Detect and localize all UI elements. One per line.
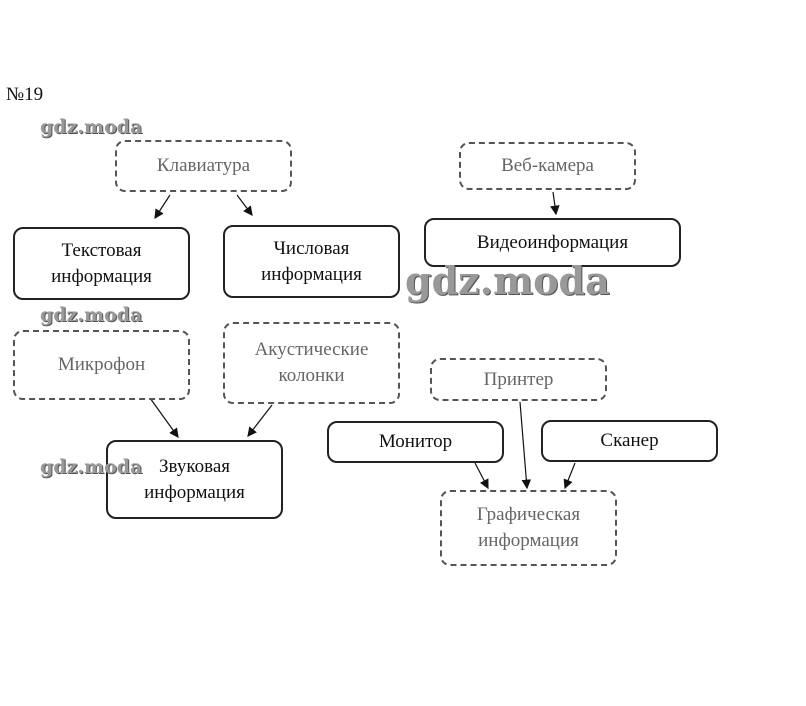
node-printer: Принтер — [430, 358, 607, 401]
arrow-webcam-video — [550, 191, 560, 216]
node-graphic-info: Графическая информация — [440, 490, 617, 566]
arrow-printer-graphic — [519, 401, 532, 490]
node-scanner: Сканер — [541, 420, 718, 462]
watermark: gdz.moda — [40, 116, 143, 138]
node-monitor: Монитор — [327, 421, 504, 463]
node-numeric-info: Числовая информация — [223, 225, 400, 298]
node-sound-info: Звуковая информация — [106, 440, 283, 519]
arrow-scanner-graphic — [563, 462, 576, 490]
node-text-info: Текстовая информация — [13, 227, 190, 300]
node-keyboard: Клавиатура — [115, 140, 292, 192]
watermark: gdz.moda — [40, 456, 143, 478]
arrow-keyboard-text — [154, 194, 171, 220]
watermark: gdz.moda — [40, 304, 143, 326]
arrow-microphone-sound — [149, 397, 179, 438]
node-microphone: Микрофон — [13, 330, 190, 400]
arrow-speakers-sound — [247, 404, 273, 437]
node-speakers: Акустические колонки — [223, 322, 400, 404]
node-video-info: Видеоинформация — [424, 218, 681, 267]
watermark: gdz.moda — [405, 258, 610, 303]
arrow-monitor-graphic — [474, 462, 489, 490]
problem-number: №19 — [6, 84, 44, 105]
node-webcam: Веб-камера — [459, 142, 636, 190]
arrow-keyboard-numeric — [236, 194, 253, 216]
